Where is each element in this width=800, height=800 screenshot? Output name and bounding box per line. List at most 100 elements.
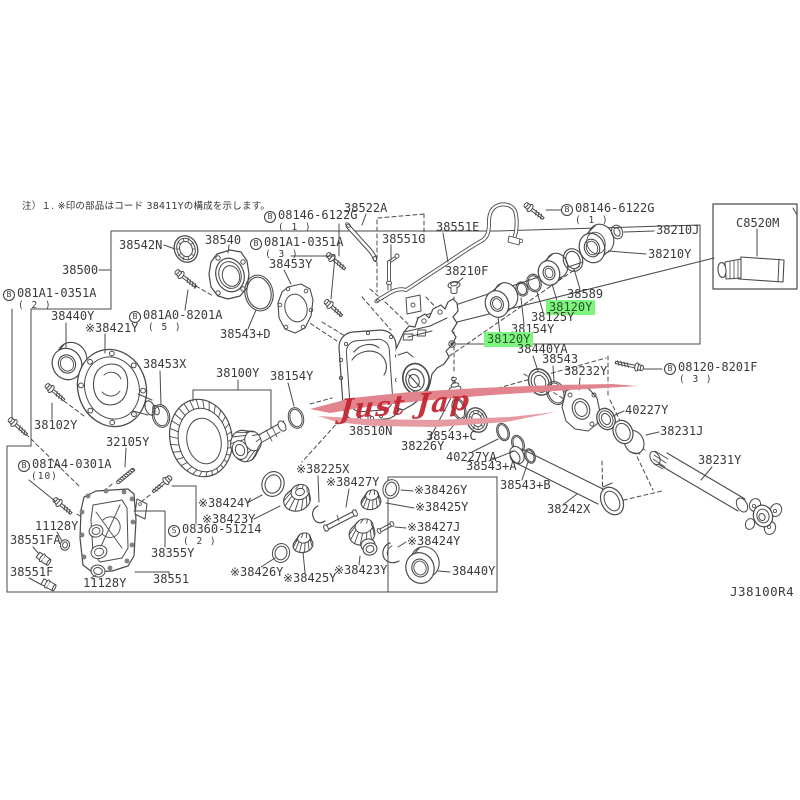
part-label-38231y: 38231Y	[698, 454, 741, 467]
part-qty: ( 3 )	[679, 374, 713, 385]
part-label-38120y-2: 38120Y	[484, 332, 534, 347]
rear-cover-38355y	[35, 488, 148, 592]
part-number: 38551	[153, 572, 190, 586]
circled-b-icon: B	[561, 204, 573, 216]
part-label-38427j: ※38427J	[407, 521, 460, 534]
part-number: 40227Y	[625, 403, 669, 417]
part-label-38231j: 38231J	[660, 425, 703, 438]
part-number: 38589	[567, 287, 604, 301]
part-qty: ( 2 )	[18, 300, 52, 311]
part-label-38453y: 38453Y	[269, 258, 312, 271]
part-label-38210f: 38210F	[445, 265, 488, 278]
part-label-38232y: 38232Y	[564, 365, 607, 378]
part-label-38423y-2: ※38423Y	[334, 564, 387, 577]
part-number: 38355Y	[151, 546, 195, 560]
part-number: 38543	[542, 352, 579, 366]
part-qty: (10)	[31, 471, 58, 482]
part-qty: ( 3 )	[265, 249, 299, 260]
part-number: 38120Y	[549, 300, 593, 314]
part-number: 38440Y	[51, 309, 95, 323]
part-label-38542n: 38542N	[119, 239, 162, 252]
part-label-38589: 38589	[567, 288, 603, 301]
part-number: 38551F	[10, 565, 54, 579]
part-number: 38210Y	[648, 247, 692, 261]
spider-gear-set	[261, 471, 440, 584]
part-label-38424y-2: ※38424Y	[407, 535, 460, 548]
part-label-40227ya: 40227YA	[446, 451, 497, 464]
side-retainer-assembly	[173, 235, 314, 334]
part-number: 38125Y	[531, 310, 575, 324]
part-label-38440y-1: 38440Y	[51, 310, 94, 323]
part-qty: ( 1 )	[278, 222, 312, 233]
bolts-and-studs	[7, 202, 644, 515]
part-number: ※38424Y	[198, 496, 252, 510]
side-shaft-38231y	[649, 450, 783, 535]
part-label-38426y-1: ※38426Y	[230, 566, 283, 579]
side-output-seal-row	[451, 368, 645, 464]
part-number: ※38427J	[407, 520, 461, 534]
part-number: 38120Y	[487, 332, 531, 346]
part-label-38551g: 38551G	[382, 233, 425, 246]
part-number: 38242X	[547, 502, 591, 516]
part-number: 38154Y	[270, 369, 314, 383]
pinion-bearing-row	[447, 223, 624, 318]
diff-case-and-ring-gear	[51, 341, 305, 478]
part-label-38543a: 38543+A	[466, 460, 517, 473]
part-label-38543d: 38543+D	[220, 328, 271, 341]
part-number: 38210F	[445, 264, 489, 278]
part-label-32105y: 32105Y	[106, 436, 149, 449]
circled-b-icon: B	[664, 363, 676, 375]
part-number: ※38426Y	[230, 565, 284, 579]
part-number: 38542N	[119, 238, 163, 252]
part-label-38543b: 38543+B	[500, 479, 551, 492]
part-number: 38543+A	[466, 459, 517, 473]
part-number: 38210J	[656, 223, 700, 237]
part-number: 08146-6122G	[575, 201, 655, 215]
part-label-11128y-2: 11128Y	[83, 577, 126, 590]
part-number: ※38426Y	[414, 483, 468, 497]
part-label-38426y-2: ※38426Y	[414, 484, 467, 497]
part-number: 11128Y	[83, 576, 127, 590]
circled-b-icon: B	[18, 460, 30, 472]
part-number: 11128Y	[35, 519, 79, 533]
diagram-note: 注）１. ※印の部品はコード 38411Yの構成を示します。	[22, 201, 271, 212]
part-label-38453x: 38453X	[143, 358, 186, 371]
part-label-38421y: ※38421Y	[85, 322, 138, 335]
part-label-38440ya: 38440YA	[517, 343, 568, 356]
part-number: 38102Y	[34, 418, 78, 432]
circled-b-icon: B	[250, 238, 262, 250]
part-number: ※38225X	[296, 462, 350, 476]
circled-b-icon: B	[3, 289, 15, 301]
part-label-38543: 38543	[542, 353, 578, 366]
part-number: 38453X	[143, 357, 187, 371]
part-number: C8520M	[736, 216, 780, 230]
part-label-38226y: 38226Y	[401, 440, 444, 453]
part-qty: ( 2 )	[183, 536, 217, 547]
part-label-38522a: 38522A	[344, 202, 387, 215]
part-number: 081A4-0301A	[32, 457, 112, 471]
part-number: 081A1-0351A	[264, 235, 344, 249]
part-label-38427y: ※38427Y	[326, 476, 379, 489]
part-number: 08360-51214	[182, 522, 262, 536]
part-label-38500: 38500	[62, 264, 98, 277]
part-number: 38231Y	[698, 453, 742, 467]
part-label-38551: 38551	[153, 573, 189, 586]
part-qty: ( 1 )	[575, 215, 609, 226]
circled-b-icon: B	[129, 311, 141, 323]
part-number: 38543+D	[220, 327, 271, 341]
part-label-40227y-1: 40227Y	[625, 404, 668, 417]
part-number: 38543+B	[500, 478, 551, 492]
part-number: 38232Y	[564, 364, 608, 378]
part-label-38510n: 38510N	[349, 425, 392, 438]
part-number: 38440Y	[452, 564, 496, 578]
part-number: 38226Y	[401, 439, 445, 453]
part-number: 38453Y	[269, 257, 313, 271]
